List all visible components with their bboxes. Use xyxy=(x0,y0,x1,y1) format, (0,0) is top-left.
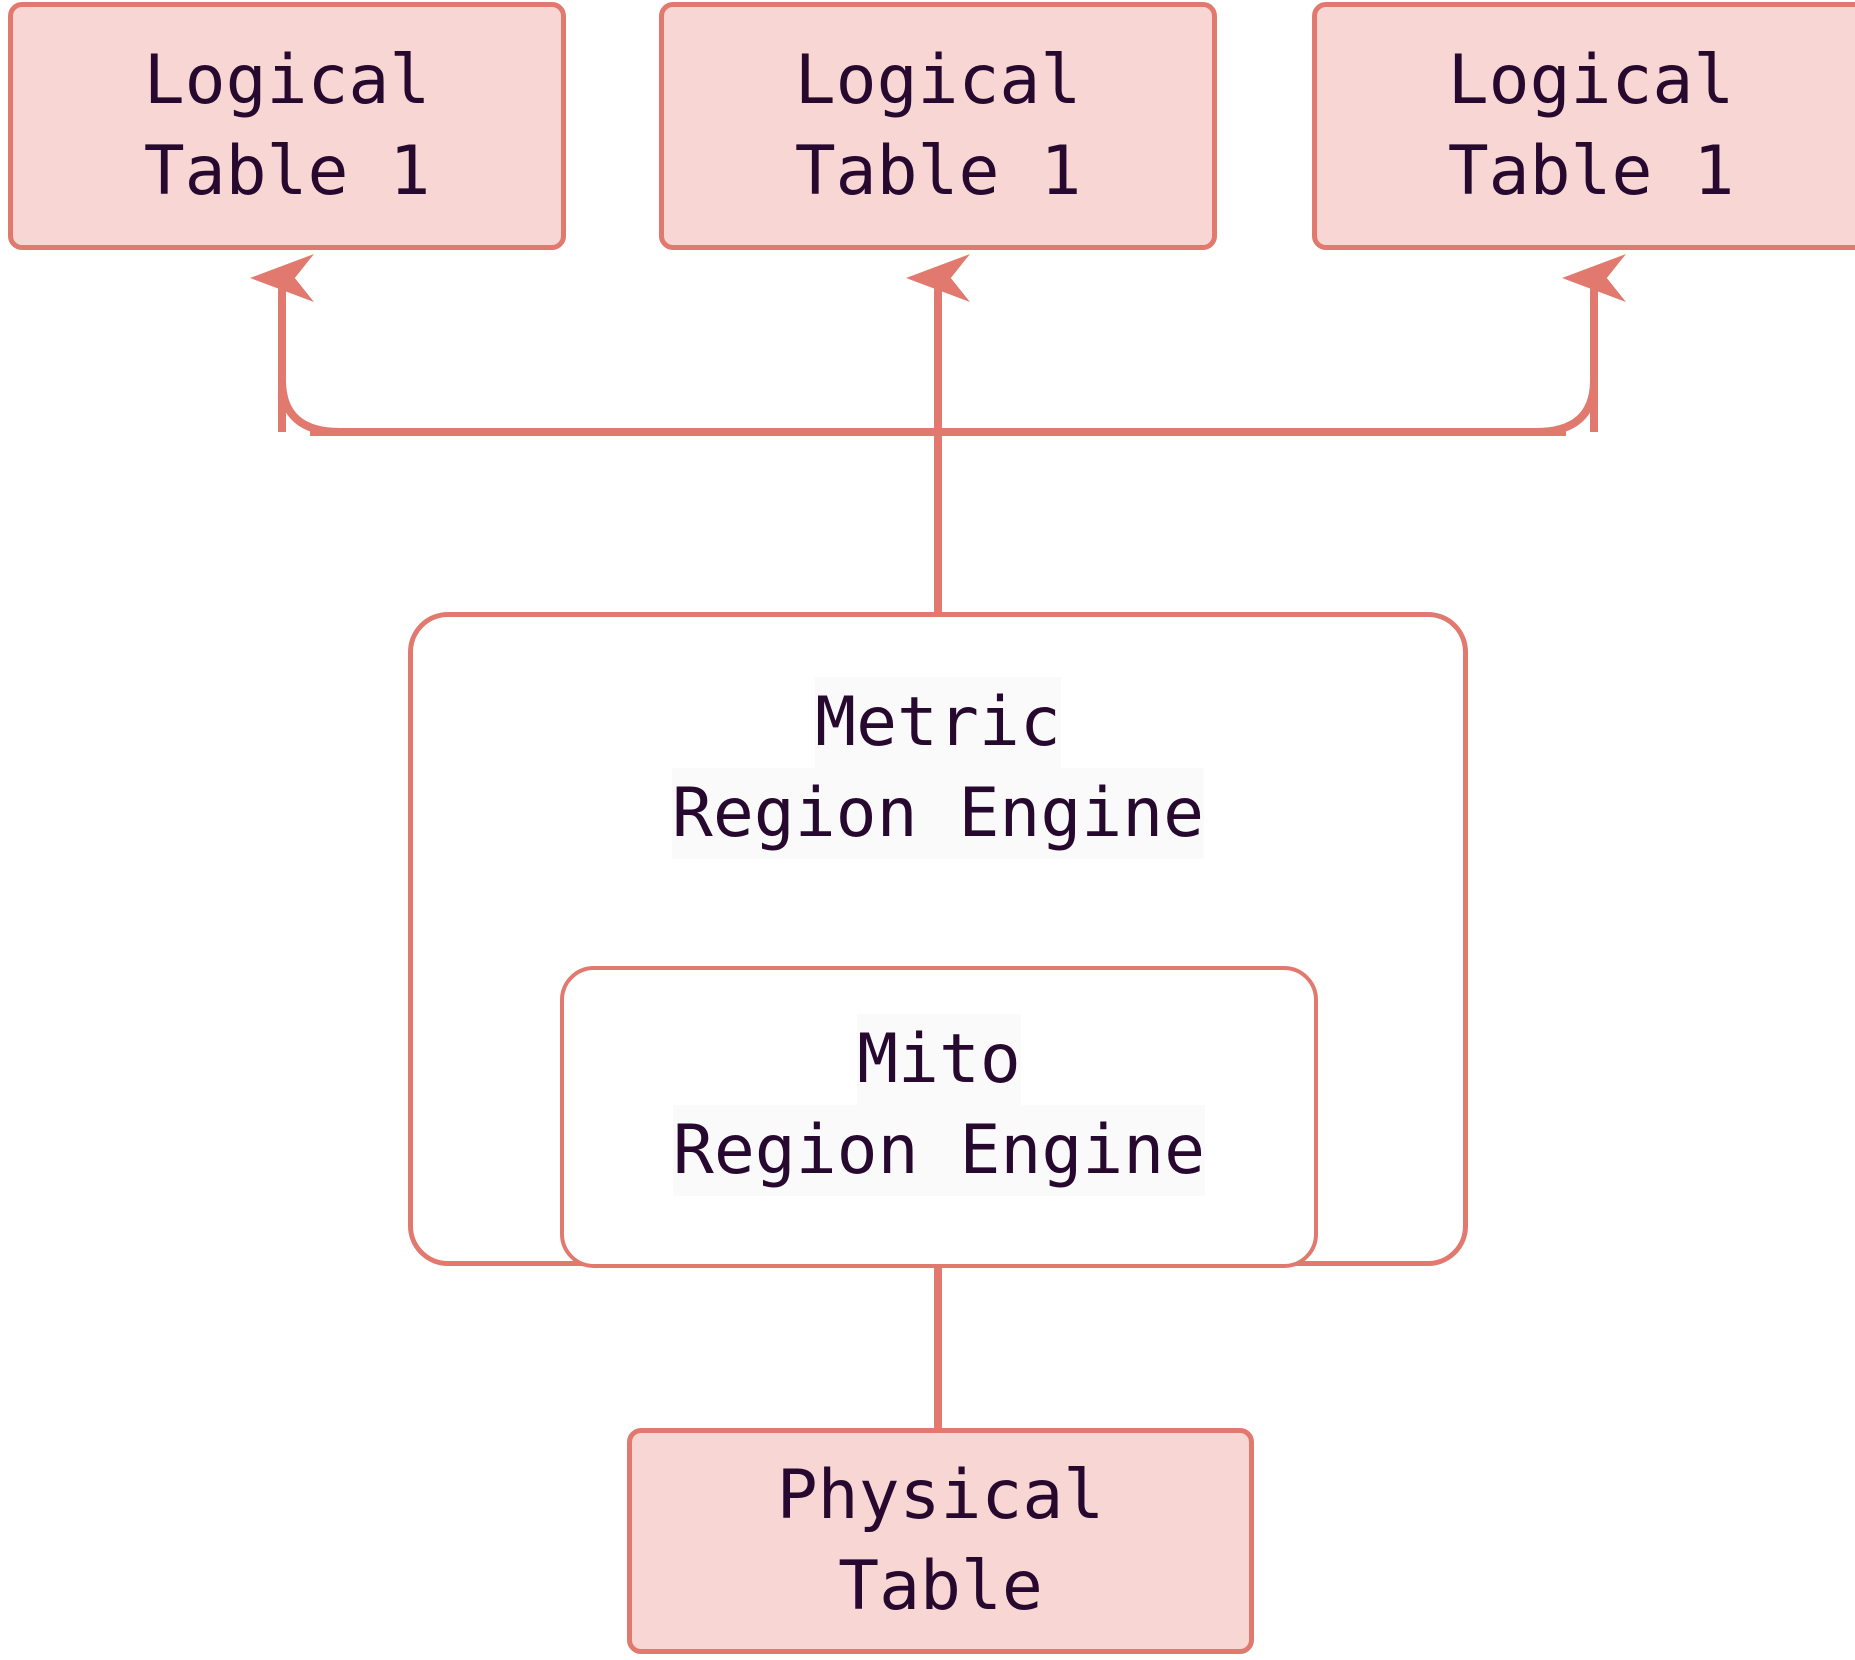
physical-table-line2: Table xyxy=(838,1547,1043,1626)
logical-table-1-line1: Logical xyxy=(143,40,431,120)
node-logical-table-2[interactable]: Logical Table 1 xyxy=(659,2,1217,250)
edge-bus-corner-left xyxy=(278,379,341,436)
logical-table-3-line1: Logical xyxy=(1447,40,1735,120)
metric-region-engine-line1: Metric xyxy=(815,677,1061,769)
mito-region-engine-line2: Region Engine xyxy=(672,1105,1206,1197)
physical-table-line1: Physical xyxy=(776,1455,1105,1535)
logical-table-2-line1: Logical xyxy=(794,40,1082,120)
node-logical-table-3[interactable]: Logical Table 1 xyxy=(1312,2,1855,250)
logical-table-3-line2: Table 1 xyxy=(1447,132,1735,211)
node-mito-region-engine[interactable]: Mito Region Engine xyxy=(560,966,1318,1268)
metric-region-engine-line2: Region Engine xyxy=(671,768,1205,860)
edge-bus-corner-right xyxy=(1535,379,1598,436)
node-logical-table-1[interactable]: Logical Table 1 xyxy=(8,2,566,250)
logical-table-2-line2: Table 1 xyxy=(794,132,1082,211)
logical-table-1-line2: Table 1 xyxy=(143,132,431,211)
mito-region-engine-line1: Mito xyxy=(857,1014,1021,1106)
node-physical-table[interactable]: Physical Table xyxy=(627,1428,1254,1654)
